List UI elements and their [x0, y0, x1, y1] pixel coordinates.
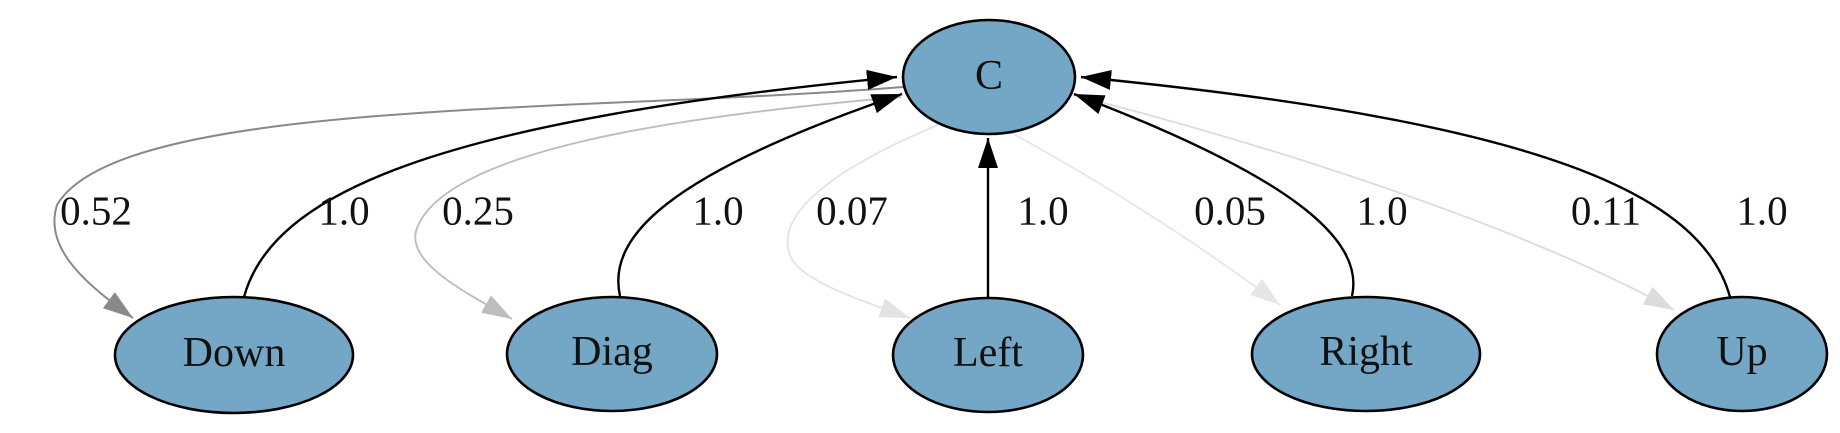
node-down-ellipse [113, 295, 355, 415]
edge-c-to-down [53, 86, 904, 319]
edge-right-to-c [1073, 92, 1355, 297]
edge-label-c-to-down: 0.52 [60, 187, 132, 234]
edge-down-to-c [242, 69, 898, 298]
node-diag-ellipse [505, 295, 719, 413]
node-c-label: C [974, 53, 1004, 99]
edge-label-c-to-left: 0.07 [816, 187, 888, 234]
node-right-ellipse [1250, 295, 1482, 413]
node-up-ellipse [1655, 295, 1829, 413]
edge-label-c-to-up: 0.11 [1570, 187, 1642, 234]
edge-up-to-c [1080, 69, 1732, 298]
node-c-ellipse [901, 18, 1077, 136]
edge-diag-to-c [617, 92, 903, 297]
edge-label-left-to-c: 1.0 [1017, 187, 1069, 234]
node-diag-label: Diag [571, 329, 653, 375]
edge-c-to-up [1072, 94, 1675, 311]
edge-label-down-to-c: 1.0 [318, 187, 370, 234]
node-left-label: Left [953, 330, 1023, 376]
edge-label-diag-to-c: 1.0 [692, 187, 744, 234]
edge-label-right-to-c: 1.0 [1356, 187, 1408, 234]
node-up-label: Up [1716, 329, 1768, 375]
edge-label-c-to-diag: 0.25 [442, 187, 514, 234]
node-right-label: Right [1319, 329, 1413, 375]
edge-c-to-diag [414, 96, 902, 320]
edge-c-to-right [1007, 130, 1281, 306]
node-left-ellipse [891, 296, 1085, 414]
edge-label-up-to-c: 1.0 [1736, 187, 1788, 234]
node-down-label: Down [182, 330, 286, 376]
edge-label-c-to-right: 0.05 [1194, 187, 1266, 234]
edge-c-to-left [786, 124, 939, 319]
